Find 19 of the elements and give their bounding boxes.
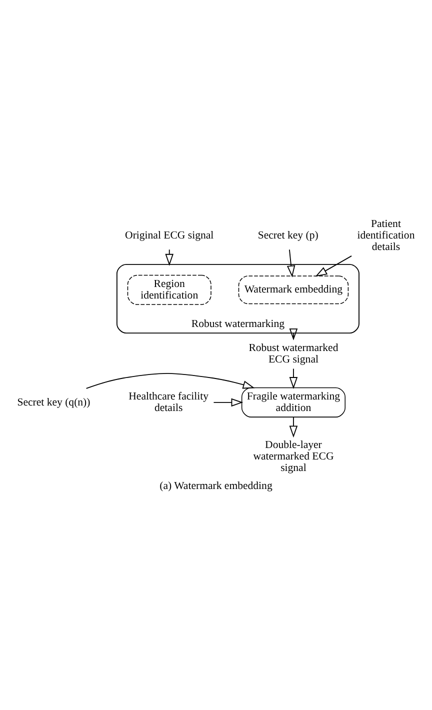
arrow: [165, 249, 174, 266]
arrow: [289, 328, 298, 340]
node-text: Patient identification details: [357, 218, 415, 253]
arrow: [213, 398, 244, 407]
node-text: Secret key (q(n)): [17, 396, 90, 408]
node-box: Watermark embedding: [238, 276, 349, 304]
arrow: [315, 255, 352, 277]
arrow: [286, 249, 296, 278]
node-box: Fragile watermarking addition: [241, 387, 346, 418]
arrow: [289, 416, 298, 438]
node-box: Region identification: [127, 274, 212, 305]
node-text: Original ECG signal: [125, 229, 214, 242]
node-text: Healthcare facility details: [128, 390, 209, 414]
node-text: Secret key (p): [258, 229, 318, 242]
arrow: [86, 372, 255, 389]
caption: (a) Watermark embedding: [160, 480, 272, 492]
node-text: Robust watermarked ECG signal: [248, 342, 338, 366]
arrow: [289, 368, 298, 389]
node-text: Double-layer watermarked ECG signal: [253, 439, 334, 474]
